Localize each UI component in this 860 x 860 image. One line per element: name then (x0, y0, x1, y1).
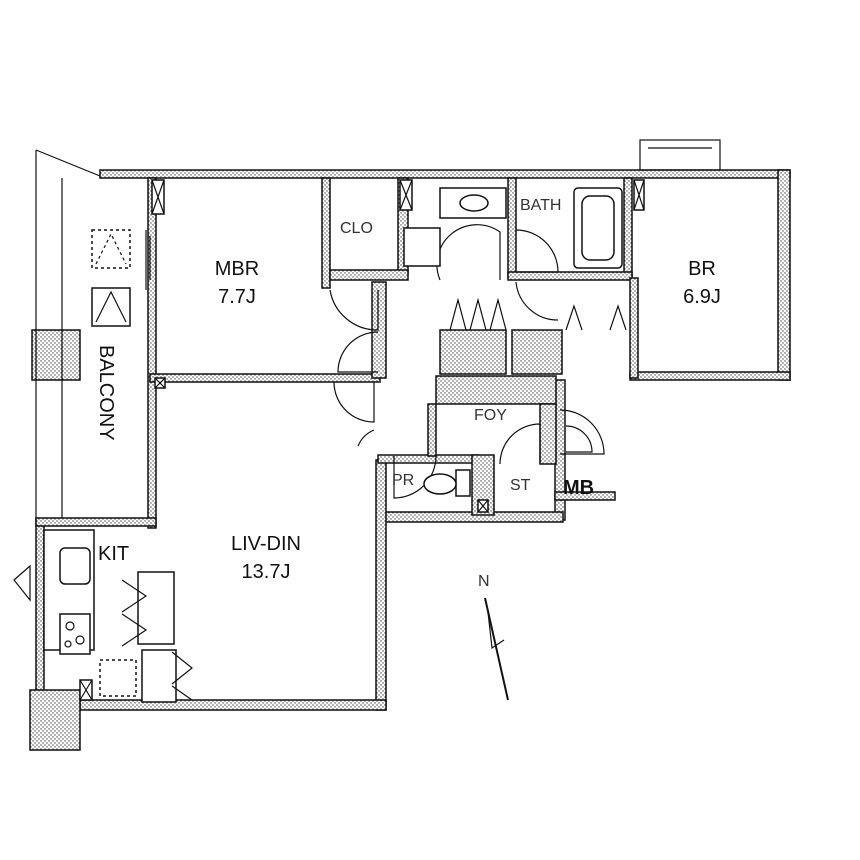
br-size: 6.9J (683, 286, 721, 308)
kitchen-island (137, 571, 175, 645)
ac-outdoor-unit-2 (91, 287, 131, 327)
pr-door (393, 455, 437, 499)
balcony-side-wall (147, 177, 157, 529)
kit-label: KIT (98, 543, 129, 565)
clo-left-wall (321, 177, 331, 289)
mbr-door (337, 331, 379, 373)
washer-space (403, 227, 441, 267)
livdin-bottom-wall (79, 699, 387, 711)
clo-door (329, 289, 379, 331)
st-door (499, 423, 541, 465)
core-block (511, 329, 563, 375)
bath-door (515, 229, 559, 273)
pipe-space-markers (79, 179, 645, 701)
br-left-wall (629, 277, 639, 379)
pr-label: PR (392, 472, 414, 489)
mb-label: MB (563, 477, 594, 499)
mb-bottom-wall (554, 491, 616, 501)
bath-left-wall (507, 177, 517, 279)
st-right-wall (539, 403, 557, 465)
bathtub-basin (581, 195, 615, 261)
interior-walls (137, 177, 639, 703)
room-labels: MBR 7.7J BR 6.9J LIV-DIN 13.7J KIT CLO B… (98, 197, 721, 583)
kitchen-sink (59, 547, 91, 585)
kitchen-left-wall (35, 519, 45, 711)
entry-door (559, 409, 605, 455)
br-right-wall (777, 169, 791, 381)
doors (13, 224, 627, 701)
balcony: BALCONY (35, 149, 131, 520)
north-arrow: N (478, 573, 509, 701)
liv-din-size: 13.7J (242, 561, 291, 583)
clo-label: CLO (340, 220, 373, 237)
bath-bottom-wall (507, 271, 633, 281)
br-name: BR (688, 258, 716, 280)
liv-din-name: LIV-DIN (231, 533, 301, 555)
br-bottom-wall (629, 371, 791, 381)
mbr-name: MBR (215, 258, 259, 280)
toilet-tank (455, 469, 471, 497)
refrigerator-space (99, 659, 137, 697)
storage-cabinet (141, 649, 177, 703)
bath-right-wall (623, 177, 633, 279)
toilet-bowl (423, 473, 457, 495)
kitchen-service-door (13, 564, 31, 602)
foyer-top-wall (435, 375, 557, 405)
fixtures (43, 139, 721, 701)
wardrobe-block (439, 329, 507, 375)
bath-door-2 (515, 281, 559, 321)
ac-outdoor-unit-1 (91, 229, 131, 269)
clo-bottom-wall (329, 269, 409, 281)
foyer-left-wall (427, 403, 437, 457)
br-closet-door (565, 304, 627, 331)
vanity-sink (459, 194, 489, 212)
kitchen-top-wall (35, 517, 157, 527)
livdin-door-lower (357, 429, 375, 447)
st-label: ST (510, 477, 531, 494)
wardrobe-bifold-door (449, 297, 507, 331)
bottom-left-column (29, 689, 81, 751)
washroom-door (436, 224, 501, 281)
livdin-door-upper (333, 381, 375, 423)
stove (59, 613, 91, 655)
balcony-column (31, 329, 81, 381)
mbr-livdin-wall (149, 373, 381, 383)
top-wall (99, 169, 791, 179)
br-balcony (639, 139, 721, 171)
cabinet-bifold-door (171, 651, 193, 701)
balcony-label: BALCONY (95, 345, 117, 441)
mb-door (565, 425, 593, 453)
mbr-size: 7.7J (218, 286, 256, 308)
north-label: N (478, 573, 490, 590)
kitchen-pantry-door (121, 579, 148, 647)
livdin-right-wall (375, 459, 387, 711)
north-arrow-head (487, 611, 505, 650)
bath-label: BATH (520, 197, 561, 214)
service-bottom-wall (377, 511, 564, 523)
foy-label: FOY (474, 407, 507, 424)
